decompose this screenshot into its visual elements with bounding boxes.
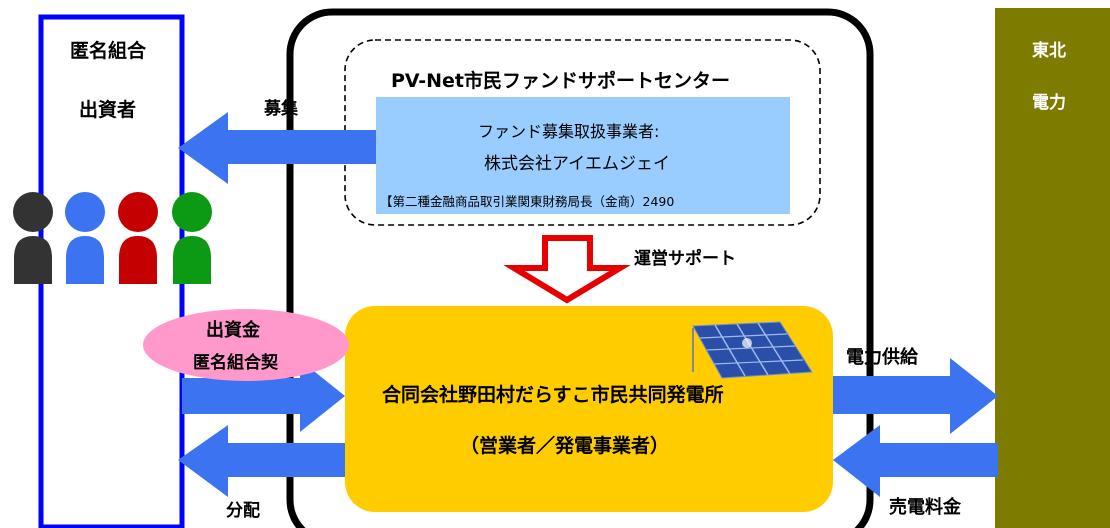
fund-handler-box: [376, 97, 790, 214]
contract-label: 匿名組合契: [193, 353, 278, 373]
investor-title-line1: 匿名組合: [70, 40, 147, 62]
distribution-label: 分配: [226, 501, 260, 521]
recruit-label: 募集: [264, 99, 298, 119]
power-supply-arrow: [833, 358, 998, 434]
power-fee-arrow: [833, 425, 998, 497]
operation-support-label: 運営サポート: [634, 249, 736, 269]
fund-handler-registration: 【第二種金融商品取引業関東財務局長（金商）2490: [380, 194, 675, 209]
contract-ellipse: [143, 309, 349, 381]
investment-label: 出資金: [206, 320, 260, 341]
person-icon-black: [13, 192, 53, 284]
utility-name-line2: 電力: [1032, 93, 1066, 113]
distribution-arrow: [178, 425, 345, 497]
utility-name-line1: 東北: [1032, 41, 1066, 61]
investor-title-line2: 出資者: [79, 99, 137, 121]
utility-box: [995, 8, 1110, 528]
power-supply-label: 電力供給: [846, 347, 918, 368]
investor-box: [38, 14, 185, 528]
person-icon-blue: [65, 192, 105, 284]
support-center-title: PV-Net市民ファンドサポートセンター: [391, 70, 731, 92]
operation-support-arrow: [503, 235, 631, 304]
company-name-line1: 合同会社野田村だらすこ市民共同発電所: [382, 384, 724, 406]
person-icon-green: [172, 192, 212, 284]
solar-panel-icon: [692, 321, 813, 379]
company-name-line2: （営業者／発電事業者）: [460, 435, 670, 457]
recruit-arrow: [178, 112, 376, 184]
power-fee-label: 売電料金: [889, 497, 961, 518]
person-icon-red: [118, 192, 158, 284]
fund-handler-label: ファンド募集取扱事業者:: [478, 122, 660, 141]
fund-handler-company: 株式会社アイエムジェイ: [484, 154, 670, 174]
